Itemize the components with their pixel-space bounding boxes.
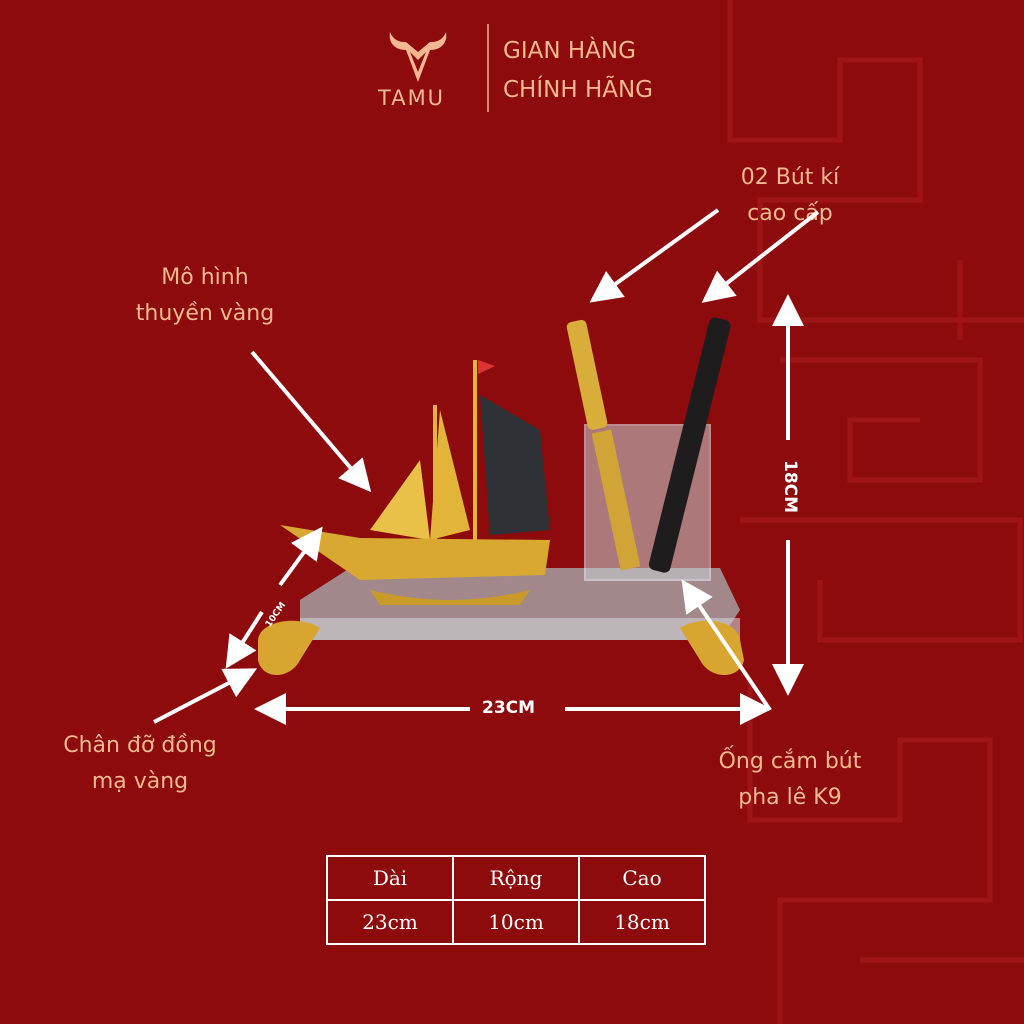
table-cell: 18cm [578,899,706,945]
label-holder-line2: pha lê K9 [738,785,842,810]
table-header: Rộng [452,855,580,901]
gold-feet [258,620,744,675]
label-holder-line1: Ống cắm bút [718,749,862,774]
table-header: Dài [326,855,454,901]
label-boat-line1: Mô hình [161,265,249,290]
table-cell: 23cm [326,899,454,945]
label-pens-line1: 02 Bút kí [740,165,840,190]
dimension-length: 23CM [482,698,536,718]
logo-text: TAMU [378,86,446,110]
dimension-height: 18CM [780,460,800,514]
table-row: 23cm 10cm 18cm [326,899,706,945]
table-header-row: Dài Rộng Cao [326,855,706,901]
label-feet-line1: Chân đỡ đồng [63,733,217,758]
background-fret-pattern [727,0,1024,1024]
bull-logo-icon [389,32,447,82]
label-boat: Mô hình thuyền vàng [110,260,300,332]
logo-divider [487,24,489,112]
label-holder: Ống cắm bút pha lê K9 [700,744,880,816]
label-feet-line2: mạ vàng [91,769,189,794]
label-boat-line2: thuyền vàng [135,301,275,326]
brand-tagline: GIAN HÀNG CHÍNH HÃNG [503,32,653,110]
table-header: Cao [578,855,706,901]
spec-table: Dài Rộng Cao 23cm 10cm 18cm [326,855,706,945]
annotation-arrows [153,208,820,725]
pen-holder [566,317,731,581]
label-feet: Chân đỡ đồng mạ vàng [40,728,240,800]
gold-boat [280,360,550,605]
table-cell: 10cm [452,899,580,945]
brand-line1: GIAN HÀNG [503,38,636,64]
brand-line2: CHÍNH HÃNG [503,77,654,103]
